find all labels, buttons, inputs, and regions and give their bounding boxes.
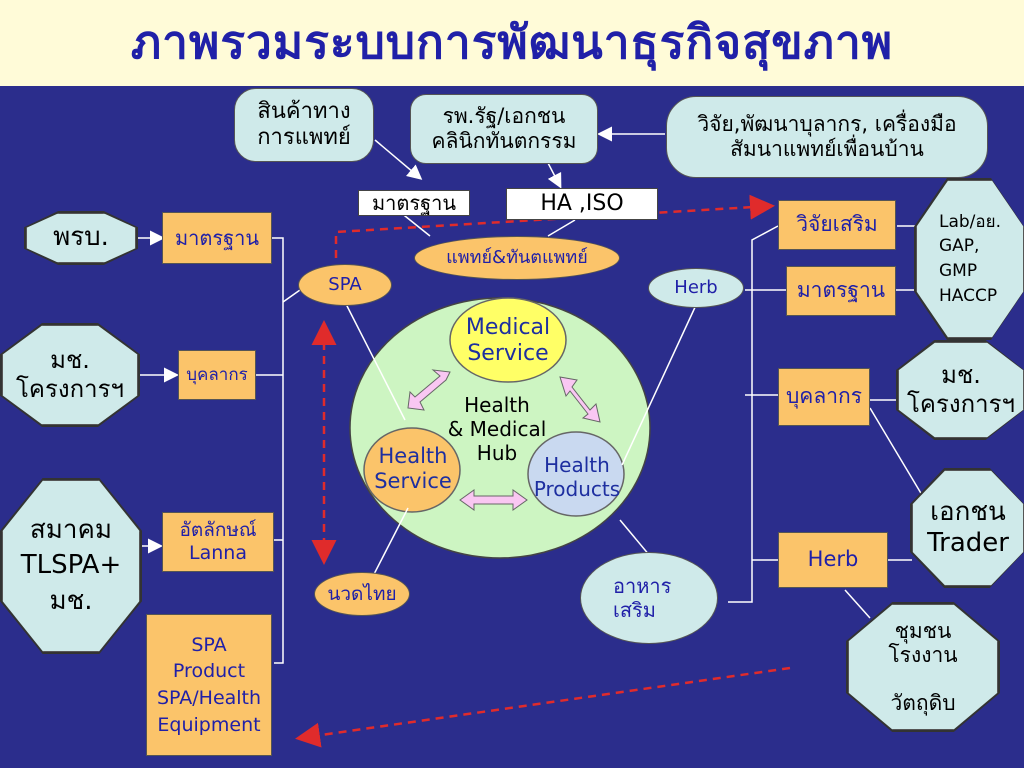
- community-octagon: ชุมชน โรงงาน วัตถุดิบ: [848, 604, 998, 730]
- lab-standards-octagon: Lab/อย. GAP, GMP HACCP: [916, 180, 1024, 338]
- ha-iso-box: HA ,ISO: [506, 188, 658, 220]
- arrow-medical-health-products: [559, 376, 601, 423]
- right-moc-project-octagon: มช. โครงการฯ: [898, 342, 1024, 438]
- arrow-medical-health-service: [407, 369, 451, 411]
- left-moc-project-octagon: มช. โครงการฯ: [2, 325, 138, 425]
- health-service-circle: [363, 427, 461, 513]
- hub-label: Health & Medical Hub: [447, 393, 547, 465]
- doctors-ellipse: แพทย์&ทันตแพทย์: [414, 236, 620, 280]
- prb-octagon: พรบ.: [26, 213, 136, 263]
- health-service-label: Health Service: [374, 443, 452, 493]
- spa-ellipse: SPA: [298, 264, 392, 306]
- right-personnel-box: บุคลากร: [778, 368, 870, 426]
- health-products-circle: [527, 431, 625, 517]
- identity-lanna-box: อัตลักษณ์ Lanna: [162, 512, 274, 572]
- herb-ellipse: Herb: [648, 268, 744, 308]
- thai-massage-ellipse: นวดไทย: [314, 572, 410, 616]
- hospitals-box: รพ.รัฐ/เอกชน คลินิกทันตกรรม: [410, 94, 598, 164]
- spa-product-box: SPA Product SPA/Health Equipment: [146, 614, 272, 756]
- medical-service-label: Medical Service: [465, 314, 551, 366]
- left-standard-box: มาตรฐาน: [162, 212, 272, 264]
- health-products-label: Health Products: [533, 453, 621, 501]
- supplement-research-box: วิจัยเสริม: [778, 200, 896, 250]
- research-box: วิจัย,พัฒนาบุลากร, เครื่องมือ สัมนาแพทย์…: [666, 96, 988, 178]
- right-standard-box: มาตรฐาน: [786, 266, 896, 316]
- title-bar: [0, 0, 1024, 86]
- medical-service-circle: [449, 297, 567, 383]
- medical-goods-box: สินค้าทาง การแพทย์: [234, 88, 374, 162]
- page-title: ภาพรวมระบบการพัฒนาธุรกิจสุขภาพ: [130, 15, 894, 69]
- herb-box: Herb: [778, 532, 888, 588]
- left-personnel-box: บุคลากร: [178, 350, 256, 400]
- supplement-food-ellipse: อาหาร เสริม: [580, 552, 718, 644]
- standard-label-top: มาตรฐาน: [358, 190, 470, 216]
- arrow-service-products: [459, 489, 528, 511]
- association-octagon: สมาคม TLSPA+ มช.: [2, 480, 140, 652]
- private-trader-octagon: เอกชน Trader: [912, 470, 1024, 586]
